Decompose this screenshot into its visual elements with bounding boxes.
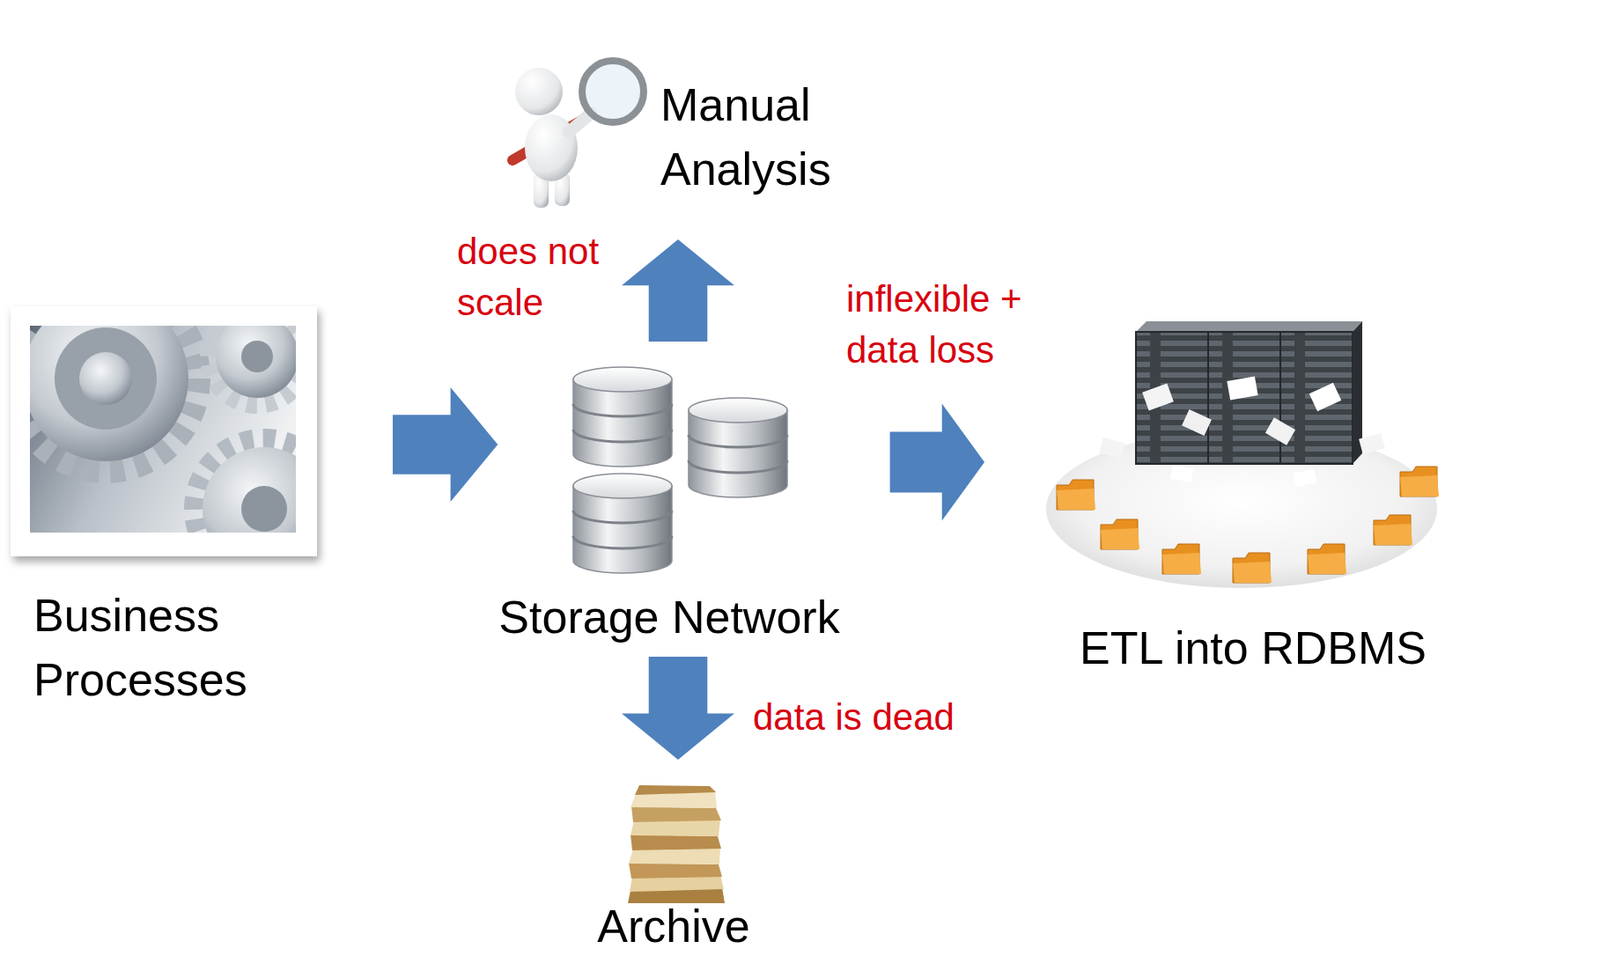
node-label: Archive xyxy=(597,901,750,952)
starburst-outline xyxy=(836,0,1600,878)
etl-starburst: ETL into RDBMS xyxy=(836,0,1600,878)
analyst-figure xyxy=(512,60,644,208)
block-arrow xyxy=(621,239,735,342)
gears-photo xyxy=(10,285,335,580)
node-label: Manual Analysis xyxy=(660,73,832,202)
archive-icon-box: Archive xyxy=(595,785,752,953)
block-arrow xyxy=(890,404,985,522)
starburst-shape xyxy=(836,5,1596,878)
block-arrow xyxy=(392,387,498,502)
paper-archive xyxy=(627,785,725,904)
node-label: Storage Network xyxy=(498,585,840,650)
process-icon-box: Business Processes xyxy=(10,306,319,718)
database-cylinders xyxy=(573,367,788,574)
edge-label: inflexible + data loss xyxy=(843,273,1056,377)
analysis-icon-box: Manual Analysis xyxy=(501,61,837,210)
edge-label: data is dead xyxy=(752,692,955,744)
block-arrow xyxy=(621,656,735,760)
node-label: ETL into RDBMS xyxy=(1079,616,1427,681)
server-cloud xyxy=(1046,321,1439,589)
node-label: Business Processes xyxy=(33,583,248,713)
storage-icon-box: Storage Network xyxy=(494,367,843,654)
edge-label: does not scale xyxy=(457,226,651,329)
